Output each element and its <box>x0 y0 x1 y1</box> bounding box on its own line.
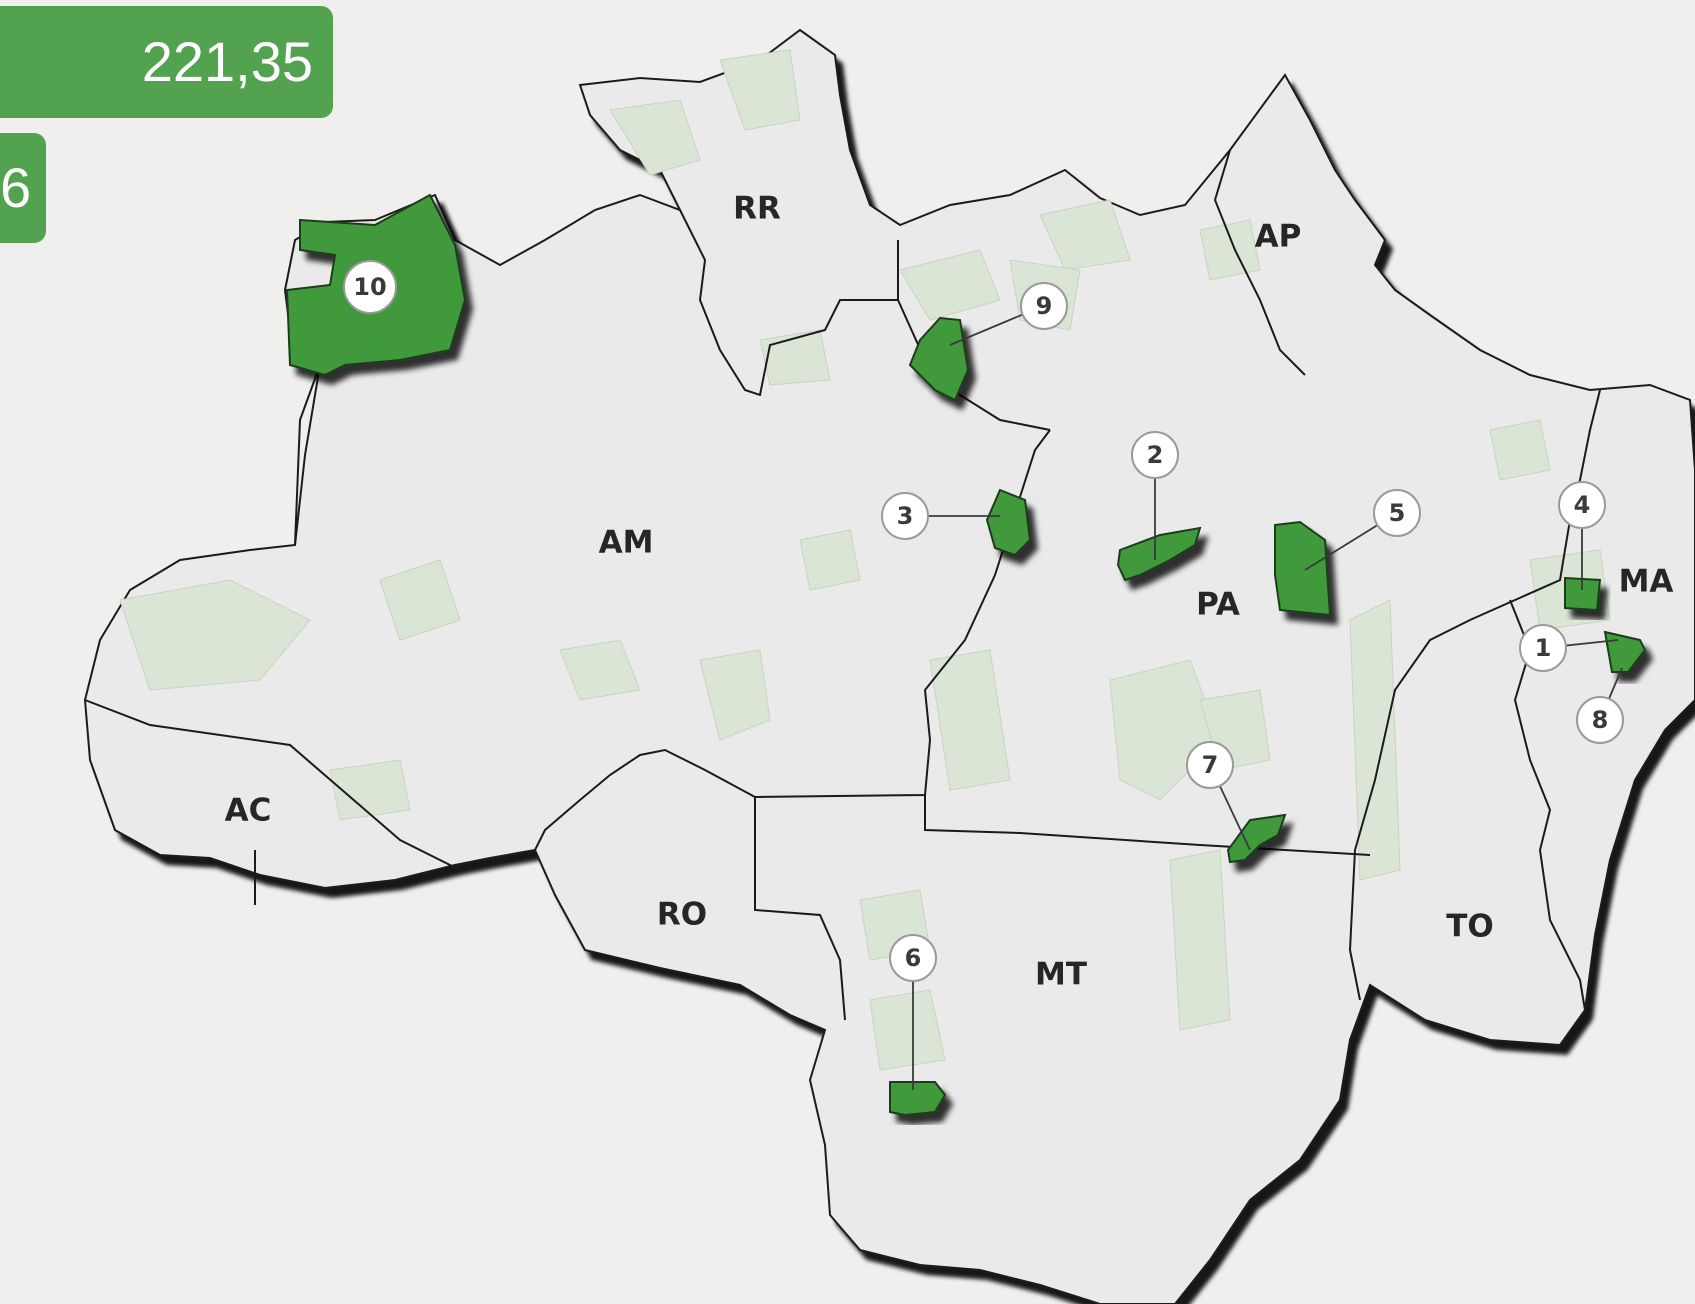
state-label-pa: PA <box>1196 587 1240 623</box>
area-3 <box>985 488 1032 557</box>
marker-2[interactable]: 2 <box>1131 431 1179 479</box>
marker-4[interactable]: 4 <box>1558 481 1606 529</box>
state-label-mt: MT <box>1035 957 1087 993</box>
marker-6-label: 6 <box>905 944 922 972</box>
area-1-8 <box>1603 630 1647 673</box>
marker-3[interactable]: 3 <box>881 492 929 540</box>
state-label-ro: RO <box>657 897 707 933</box>
marker-5-label: 5 <box>1389 499 1406 527</box>
marker-7[interactable]: 7 <box>1186 741 1234 789</box>
marker-8-label: 8 <box>1592 706 1609 734</box>
area-9 <box>908 316 970 402</box>
state-label-ap: AP <box>1255 219 1302 255</box>
marker-7-label: 7 <box>1202 751 1219 779</box>
marker-4-label: 4 <box>1574 491 1591 519</box>
state-label-to: TO <box>1446 909 1494 945</box>
marker-1-label: 1 <box>1535 634 1552 662</box>
marker-10-label: 10 <box>353 273 386 301</box>
map-markers: 10 9 2 3 5 4 1 8 <box>343 260 1624 982</box>
state-label-ac: AC <box>225 793 272 829</box>
marker-6[interactable]: 6 <box>889 934 937 982</box>
marker-9-label: 9 <box>1036 292 1053 320</box>
state-label-rr: RR <box>733 191 781 227</box>
state-label-ma: MA <box>1619 564 1674 600</box>
marker-9[interactable]: 9 <box>1020 282 1068 330</box>
area-4 <box>1564 576 1602 612</box>
marker-1[interactable]: 1 <box>1519 624 1567 672</box>
area-6 <box>889 1081 947 1117</box>
marker-10[interactable]: 10 <box>343 260 397 314</box>
stat-badge-secondary: 6 <box>0 133 46 243</box>
state-labels: RR AP AM PA MA AC RO MT TO <box>225 191 1674 993</box>
stat-value-primary: 221,35 <box>141 30 313 93</box>
stat-badge-primary: 221,35 <box>0 6 333 118</box>
state-label-am: AM <box>599 525 654 561</box>
stat-value-secondary: 6 <box>0 156 32 219</box>
area-7 <box>1226 813 1287 864</box>
marker-8[interactable]: 8 <box>1576 696 1624 744</box>
area-2 <box>1116 526 1202 582</box>
area-5 <box>1274 520 1332 617</box>
marker-5[interactable]: 5 <box>1373 489 1421 537</box>
marker-2-label: 2 <box>1147 441 1164 469</box>
protected-areas <box>119 49 1611 1071</box>
marker-3-label: 3 <box>897 502 914 530</box>
